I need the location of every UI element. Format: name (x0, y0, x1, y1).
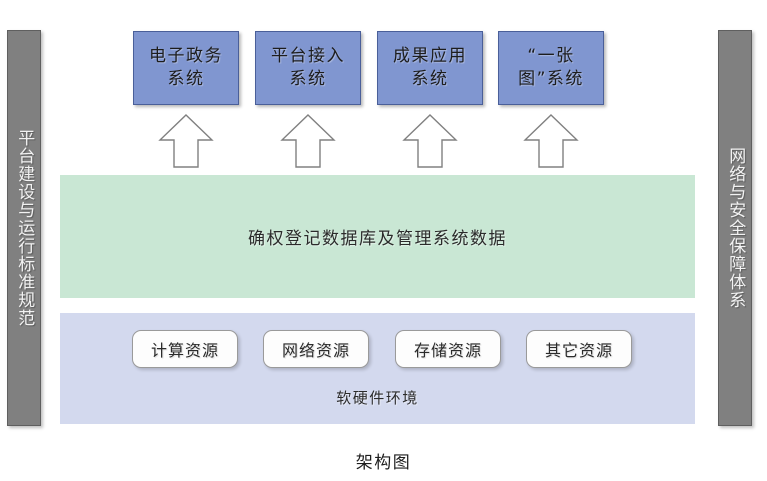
data-layer-label: 确权登记数据库及管理系统数据 (248, 229, 507, 249)
up-arrow-icon (280, 114, 336, 168)
up-arrow-icon (158, 114, 214, 168)
resource-chip-network[interactable]: 网络资源 (263, 330, 369, 368)
resource-chip-other[interactable]: 其它资源 (526, 330, 632, 368)
app-box-label: 电子政务系统 (149, 45, 223, 89)
app-box-label: 成果应用系统 (393, 45, 467, 89)
app-box-platform-access[interactable]: 平台接入系统 (255, 31, 361, 105)
resource-chip-compute[interactable]: 计算资源 (132, 330, 238, 368)
up-arrow-icon (523, 114, 579, 168)
infrastructure-layer-band: 计算资源 网络资源 存储资源 其它资源 软硬件环境 (60, 313, 695, 424)
data-layer-band: 确权登记数据库及管理系统数据 (60, 175, 695, 298)
app-box-label: “一张图”系统 (518, 45, 584, 89)
app-box-results-application[interactable]: 成果应用系统 (377, 31, 483, 105)
resource-chip-label: 网络资源 (281, 341, 350, 360)
resource-chip-label: 存储资源 (413, 341, 482, 360)
up-arrow-icon (402, 114, 458, 168)
left-pillar-label: 平台建设与运行标准规范 (14, 129, 35, 327)
left-pillar-standards: 平台建设与运行标准规范 (7, 30, 41, 426)
resource-chip-label: 计算资源 (150, 341, 219, 360)
app-box-e-government[interactable]: 电子政务系统 (133, 31, 239, 105)
resource-chip-label: 其它资源 (544, 341, 613, 360)
infrastructure-layer-label: 软硬件环境 (336, 389, 419, 407)
app-box-one-map[interactable]: “一张图”系统 (498, 31, 604, 105)
right-pillar-label: 网络与安全保障体系 (725, 147, 746, 309)
right-pillar-security: 网络与安全保障体系 (718, 30, 752, 426)
resource-chip-storage[interactable]: 存储资源 (395, 330, 501, 368)
app-box-label: 平台接入系统 (271, 45, 345, 89)
figure-caption: 架构图 (355, 453, 412, 473)
